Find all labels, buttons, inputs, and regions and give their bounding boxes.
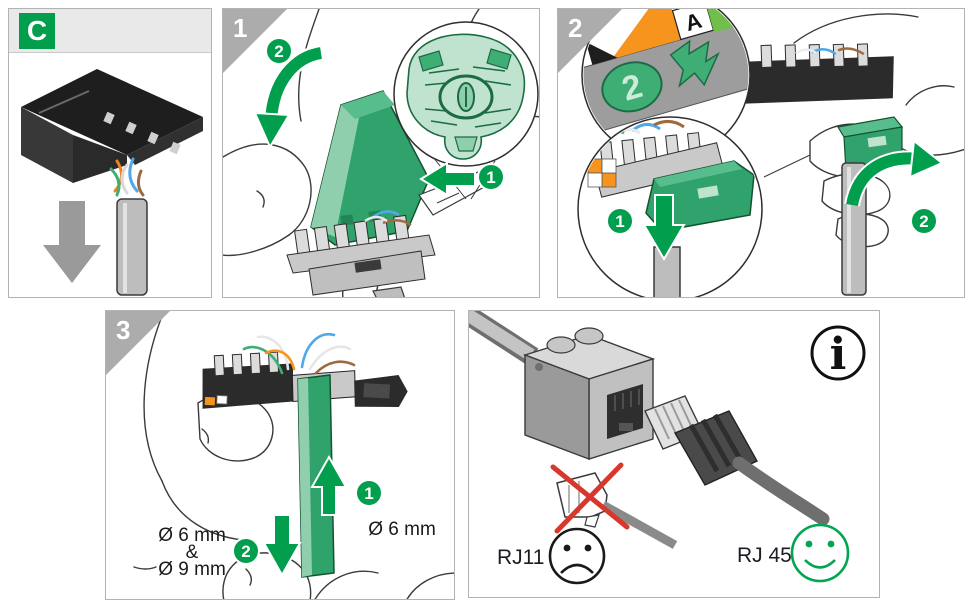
svg-text:i: i [830, 329, 847, 380]
marking-number-oval [601, 61, 663, 113]
step-badge-press: 1 [477, 163, 505, 191]
pull-up-arrow-icon [310, 454, 348, 516]
step-badge-snap: 1 [606, 207, 634, 235]
diameter-note-right: Ø 6 mm [368, 519, 436, 540]
orange-marking [611, 9, 681, 60]
magnifier-circle [393, 21, 539, 200]
step-badge-push: 2 [232, 537, 260, 565]
step-badge-pull: 1 [355, 479, 383, 507]
panel-3-illustration: 1 2 Ø 6 mm & Ø 9 mm Ø 6 mm 3 [106, 311, 454, 599]
svg-text:Ø 6 mm: Ø 6 mm [158, 525, 226, 546]
sad-face-icon [548, 527, 606, 585]
inset-marking-circle: A 2 [563, 9, 769, 160]
green-cable [297, 374, 335, 578]
happy-face-icon [790, 523, 850, 583]
green-cap [310, 90, 430, 246]
marking-arrow-icon [669, 39, 720, 88]
rotate-arrow-icon [253, 44, 323, 150]
panel-step-3: 1 2 Ø 6 mm & Ø 9 mm Ø 6 mm 3 [105, 310, 455, 600]
step-badge-rotate: 2 [265, 37, 293, 65]
red-cross-icon [550, 462, 630, 534]
panel-step-2: 2 A 2 [557, 8, 965, 298]
cap-detail [406, 33, 526, 160]
svg-text:2: 2 [919, 212, 928, 231]
step-c-label: C [19, 13, 55, 49]
rotate-arrow-icon [844, 139, 944, 207]
panel-c-header: C [9, 9, 211, 53]
connector-body [742, 43, 894, 104]
info-icon: i [810, 325, 866, 381]
wire-fan [242, 332, 356, 375]
cable [116, 198, 148, 296]
svg-text:1: 1 [364, 484, 373, 503]
rj45-plug [644, 395, 830, 526]
panel-step-1: 2 1 1 [222, 8, 540, 298]
svg-text:2: 2 [568, 13, 582, 43]
rj45-jack [469, 311, 656, 461]
panel-c: C [8, 8, 212, 298]
snap-down-arrow-icon [642, 194, 686, 261]
svg-text:1: 1 [615, 212, 624, 231]
insert-down-arrow-icon [43, 201, 101, 283]
rj11-plug [556, 472, 678, 549]
panel-c-illustration [21, 69, 203, 296]
rj11-label: RJ11 [497, 546, 544, 569]
step-badge-rotate: 2 [910, 207, 938, 235]
connector-base [286, 210, 436, 297]
rj45-label: RJ 45 [737, 544, 792, 567]
svg-text:3: 3 [116, 315, 130, 345]
corner-tab: 3 [106, 311, 170, 375]
svg-text:2: 2 [241, 542, 250, 561]
svg-text:1: 1 [233, 13, 247, 43]
orange-checker [587, 158, 617, 188]
info-illustration: RJ11 RJ 45 i [469, 311, 866, 585]
svg-text:&: & [186, 542, 199, 563]
panel-1-illustration: 2 1 1 [223, 9, 539, 297]
corner-tab: 1 [223, 9, 287, 73]
svg-text:Ø 9 mm: Ø 9 mm [158, 559, 226, 580]
corner-tab: 2 [558, 9, 622, 73]
inset-connector-circle: 1 [577, 116, 763, 297]
connector-housing [21, 69, 203, 183]
panel-2-illustration: 2 A 2 [558, 9, 964, 297]
wire-bundle [109, 157, 145, 197]
panel-info: RJ11 RJ 45 i [468, 310, 880, 598]
marking-letter: A [682, 9, 704, 36]
svg-text:1: 1 [486, 168, 495, 187]
svg-text:2: 2 [274, 42, 283, 61]
push-down-arrow-icon [262, 514, 302, 578]
diameter-note-left: Ø 6 mm & Ø 9 mm [133, 525, 226, 580]
press-arrow-icon [419, 161, 476, 197]
